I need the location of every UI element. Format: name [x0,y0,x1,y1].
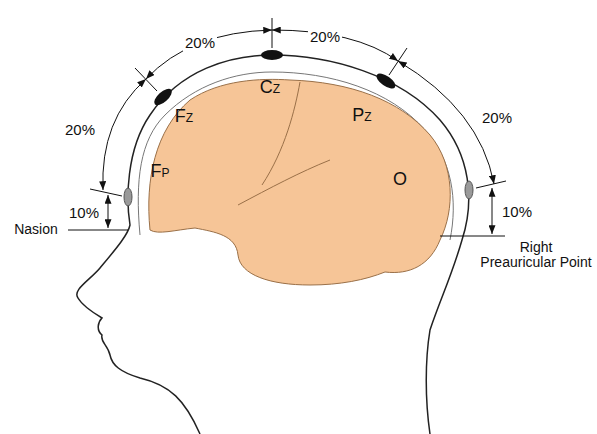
head-outline [77,55,469,434]
electrode-label: FP [150,162,169,182]
percentage-label: 20% [183,35,217,52]
landmark-label: Right Preauricular Point [478,240,594,271]
electrode-label: FZ [175,107,193,127]
dimension-arrow [492,188,493,234]
electrode [465,181,473,199]
preauricular-line [440,236,505,237]
electrode [261,50,283,60]
percentage-label: 20% [480,110,514,127]
lateral-fissure [238,160,330,205]
electrode [151,86,174,108]
brain [149,79,450,285]
percentage-label: 10% [67,205,101,222]
electrode-label: O [393,170,407,190]
electrode [124,188,132,206]
dimension-arrow [146,30,272,79]
nasion-line [68,230,128,231]
percentage-label: 20% [63,122,97,139]
electrode [374,71,398,92]
percentage-label: 10% [500,204,534,221]
electrode-label: CZ [260,78,280,98]
electrode-label: PZ [352,106,371,126]
dimension-arrow [108,195,109,228]
tick [90,189,122,196]
dimension-arrow [103,79,146,190]
tick [272,18,273,48]
central-sulcus [262,82,300,185]
tick [476,181,506,188]
percentage-label: 20% [308,29,342,46]
landmark-label: Nasion [12,222,60,237]
